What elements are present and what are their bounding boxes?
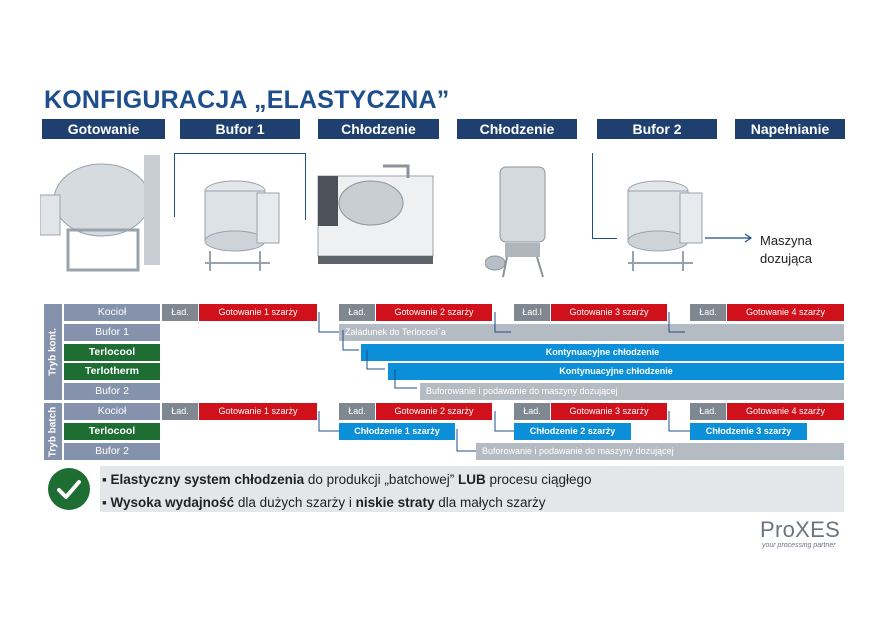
logo-tagline: your processing partner (762, 542, 836, 549)
bar-gotowanie3-batch: Gotowanie 3 szarży (551, 403, 667, 420)
bar-kontynuacyjne-terlotherm: Kontynuacyjne chłodzenie (388, 363, 844, 380)
arrow-right-icon (705, 233, 753, 243)
row-label-kociol: Kocioł (64, 304, 160, 321)
stage-header-bufor1: Bufor 1 (180, 119, 300, 139)
tank-icon (627, 180, 703, 271)
column-cooler-icon (485, 166, 546, 278)
cooler-icon (317, 164, 434, 264)
bar-lad: Ład. (162, 403, 198, 420)
machine-label: Maszyna dozująca (760, 233, 813, 266)
tank-icon (204, 180, 280, 271)
bar-gotowanie1: Gotowanie 1 szarży (199, 304, 317, 321)
bar-lad: Ład. (162, 304, 198, 321)
stage-header-gotowanie: Gotowanie (42, 119, 165, 139)
bar-gotowanie4-batch: Gotowanie 4 szarży (727, 403, 844, 420)
page-title: KONFIGURACJA „ELASTYCZNA” (44, 86, 450, 114)
row-label-terlocool-batch: Terlocool (64, 423, 160, 440)
row-label-bufor2-batch: Bufor 2 (64, 443, 160, 460)
flow-arrows-batch (318, 411, 690, 452)
bar-lad: Ład. (339, 304, 375, 321)
bar-gotowanie2-batch: Gotowanie 2 szarży (376, 403, 492, 420)
stage-header-chlodzenie2: Chłodzenie (457, 119, 577, 139)
row-label-terlocool: Terlocool (64, 344, 160, 361)
bar-gotowanie1-batch: Gotowanie 1 szarży (199, 403, 317, 420)
flow-arrows (318, 312, 685, 389)
bar-lad: Ład. (690, 403, 726, 420)
proxes-logo: ProXES (760, 517, 841, 542)
kettle-icon (40, 155, 160, 272)
bar-chlodzenie1: Chłodzenie 1 szarży (339, 423, 455, 440)
bar-gotowanie3: Gotowanie 3 szarży (551, 304, 667, 321)
row-label-terlotherm: Terlotherm (64, 363, 160, 380)
bullet-1: ▪ Elastyczny system chłodzenia do produk… (102, 472, 592, 487)
stage-header-napelnianie: Napełnianie (735, 119, 845, 139)
mode-label-batch: Tryb batch (44, 403, 62, 460)
bar-chlodzenie3: Chłodzenie 3 szarży (690, 423, 807, 440)
bar-gotowanie2: Gotowanie 2 szarży (376, 304, 492, 321)
bar-buforowanie-cont: Buforowanie i podawanie do maszyny dozuj… (420, 383, 844, 400)
stage-header-chlodzenie1: Chłodzenie (318, 119, 439, 139)
summary-band (100, 466, 844, 512)
mode-label-continuous: Tryb kont. (44, 304, 62, 400)
bar-lad: Ład. (690, 304, 726, 321)
stage-header-bufor2: Bufor 2 (597, 119, 717, 139)
row-label-kociol-batch: Kocioł (64, 403, 160, 420)
row-label-bufor1: Bufor 1 (64, 324, 160, 341)
bar-lad: Ład. (514, 403, 550, 420)
bar-zaladunek: Załadunek do Terlocool`a (339, 324, 844, 341)
bar-gotowanie4: Gotowanie 4 szarży (727, 304, 844, 321)
bar-lad: Ład.l (514, 304, 550, 321)
bar-buforowanie-batch: Buforowanie i podawanie do maszyny dozuj… (476, 443, 844, 460)
bar-kontynuacyjne-terlocool: Kontynuacyjne chłodzenie (361, 344, 844, 361)
bar-lad: Ład. (339, 403, 375, 420)
row-label-bufor2: Bufor 2 (64, 383, 160, 400)
bullet-2: ▪ Wysoka wydajność dla dużych szarży i n… (102, 495, 546, 510)
checkmark-icon (48, 468, 90, 510)
bar-chlodzenie2: Chłodzenie 2 szarży (514, 423, 631, 440)
